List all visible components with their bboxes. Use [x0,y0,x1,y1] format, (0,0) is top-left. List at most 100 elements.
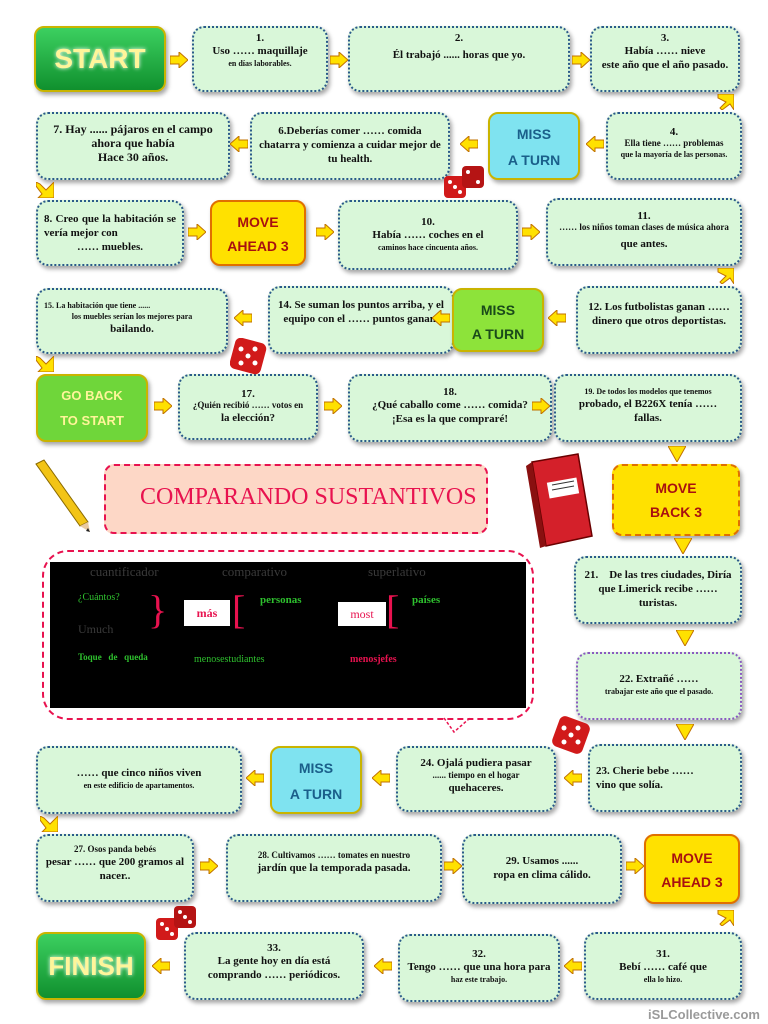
miss-label: MISS [516,126,552,142]
bracket-2: [ [232,587,246,632]
space-number: 18. [443,386,457,398]
space-text: 21. De las tres ciudades, Diría que Lime… [584,569,735,609]
book-icon [526,453,593,548]
space-text: 6.Deberías comer …… comida chatarra y co… [259,125,441,165]
space-subtext-2: quehaceres. [448,782,504,794]
space-text: …… que cinco niños viven [76,767,202,779]
board-space-28[interactable]: 28. Cultivamos …… tomates en nuestro jar… [226,834,442,902]
board-space-6[interactable]: 6.Deberías comer …… comida chatarra y co… [250,112,450,180]
board-space-3[interactable]: 3. Había …… nieve este año que el año pa… [590,26,740,92]
title-banner [104,464,488,534]
grammar-legend: cuantificador comparativo superlativo ¿C… [50,562,526,708]
board-space-29[interactable]: 29. Usamos ...... ropa en clima cálido. [462,834,622,904]
move-ahead-space-30[interactable]: MOVE AHEAD 3 [644,834,740,904]
space-subtext-2: fallas. [634,412,662,424]
arrow-down-icon [716,910,734,926]
space-subtext: la elección? [220,412,276,424]
arrow-right-icon [532,398,550,414]
arrow-right-icon [626,858,644,874]
board-space-31[interactable]: 31. Bebí …… café que ella lo hizo. [584,932,742,1000]
space-subtext: probado, el B226X tenía …… [578,398,718,410]
dice-icon [552,716,590,754]
finish-label: FINISH [48,951,134,981]
space-subtext: haz este trabajo. [450,975,508,984]
miss-label: MISS [298,760,334,776]
space-text: Había …… coches en el [372,229,484,241]
space-subtext: en días laborables. [228,59,292,68]
watermark: iSLCollective.com [648,1007,760,1022]
space-number: 2. [454,32,464,44]
space-text: …… los niños toman clases de música ahor… [559,222,729,232]
space-number: 31. [656,948,670,960]
arrow-down-icon [716,268,734,284]
comparative-mas: más [184,600,230,626]
board-space-18[interactable]: 18. ¿Qué caballo come …… comida? ¡Esa es… [348,374,552,442]
move-back-space-20[interactable]: MOVE BACK 3 [612,464,740,536]
bracket-3: [ [386,587,400,632]
board-space-2[interactable]: 2. Él trabajó ...... horas que yo. [348,26,570,92]
space-number: 33. [267,942,281,954]
arrow-right-icon [316,224,334,240]
arrow-down-icon [40,816,58,832]
board-space-8[interactable]: 8. Creo que la habitación se vería mejor… [36,200,184,266]
board-space-19[interactable]: 19. De todos los modelos que tenemos pro… [554,374,742,442]
start-space[interactable]: START [34,26,166,92]
noun-personas: personas [260,594,302,606]
arrow-down-icon [36,356,54,372]
space-subtext: trabajar este año que el pasado. [604,687,714,696]
back-3-label: BACK 3 [649,504,703,520]
board-space-17[interactable]: 17. ¿Quién recibió …… votos en la elecci… [178,374,318,440]
space-text: Ella tiene …… problemas [624,138,724,148]
miss-turn-space-5[interactable]: MISS A TURN [488,112,580,180]
quantifier-cuantos: ¿Cuántos? [78,592,120,603]
header-quantifier: cuantificador [90,564,159,579]
arrow-left-icon [234,310,252,326]
space-text: Uso …… maquillaje [212,45,308,57]
a-turn-label: A TURN [471,326,525,342]
board-space-21[interactable]: 21. De las tres ciudades, Diría que Lime… [574,556,742,624]
board-space-23[interactable]: 23. Cherie bebe …… vino que solía. [588,744,742,812]
space-text: La gente hoy en día está comprando …… pe… [207,955,341,981]
space-text: 7. Hay ...... pájaros en el campo ahora … [53,122,213,150]
space-number: 1. [255,32,265,44]
board-space-15[interactable]: 15. La habitación que tiene ...... los m… [36,288,228,354]
board-space-12[interactable]: 12. Los futbolistas ganan …… dinero que … [576,286,742,354]
move-ahead-space-9[interactable]: MOVE AHEAD 3 [210,200,306,266]
finish-space[interactable]: FINISH [36,932,146,1000]
board-space-22[interactable]: 22. Extrañé …… trabajar este año que el … [576,652,742,720]
board-space-27[interactable]: 27. Osos panda bebés pesar …… que 200 gr… [36,834,194,902]
board-space-25[interactable]: …… que cinco niños viven en este edifici… [36,746,242,814]
arrow-right-icon [522,224,540,240]
space-subtext: caminos hace cincuenta años. [378,243,478,252]
superlative-menos-jefes: menosjefes [350,654,397,665]
miss-turn-space-13[interactable]: MISS A TURN [452,288,544,352]
arrow-left-icon [564,958,582,974]
space-text: 24. Ojalá pudiera pasar [420,757,532,769]
to-start-label: TO START [60,413,124,428]
board-space-4[interactable]: 4. Ella tiene …… problemas que la mayorí… [606,112,742,180]
page-title: COMPARANDO SUSTANTIVOS [140,484,477,510]
space-number: 10. [421,216,435,228]
board-space-11[interactable]: 11. …… los niños toman clases de música … [546,198,742,266]
board-space-7[interactable]: 7. Hay ...... pájaros en el campo ahora … [36,112,230,180]
board-space-32[interactable]: 32. Tengo …… que una hora para haz este … [398,934,560,1002]
board-space-1[interactable]: 1. Uso …… maquillaje en días laborables. [192,26,328,92]
board-space-14[interactable]: 14. Se suman los puntos arriba, y el equ… [268,286,454,354]
arrow-down-icon [716,94,734,110]
space-text: 15. La habitación que tiene ...... [44,301,151,310]
ahead-3-label: AHEAD 3 [227,238,289,254]
miss-turn-space-26[interactable]: MISS A TURN [270,746,362,814]
go-back-space-16[interactable]: GO BACK TO START [36,374,148,442]
space-subtext: jardín que la temporada pasada. [257,862,411,874]
space-text: 8. Creo que la habitación se vería mejor… [44,213,176,239]
space-text: ¿Quién recibió …… votos en [192,400,304,410]
board-space-33[interactable]: 33. La gente hoy en día está comprando …… [184,932,364,1000]
arrow-left-icon [460,136,478,152]
quantifier-umuch: Umuch [78,622,114,636]
space-text: 19. De todos los modelos que tenemos [584,387,712,396]
space-subtext: ropa en clima cálido. [493,869,591,881]
board-space-24[interactable]: 24. Ojalá pudiera pasar ...... tiempo en… [396,746,556,812]
board-space-10[interactable]: 10. Había …… coches en el caminos hace c… [338,200,518,270]
space-text: Él trabajó ...... horas que yo. [392,49,526,61]
arrow-down-icon [668,446,686,462]
